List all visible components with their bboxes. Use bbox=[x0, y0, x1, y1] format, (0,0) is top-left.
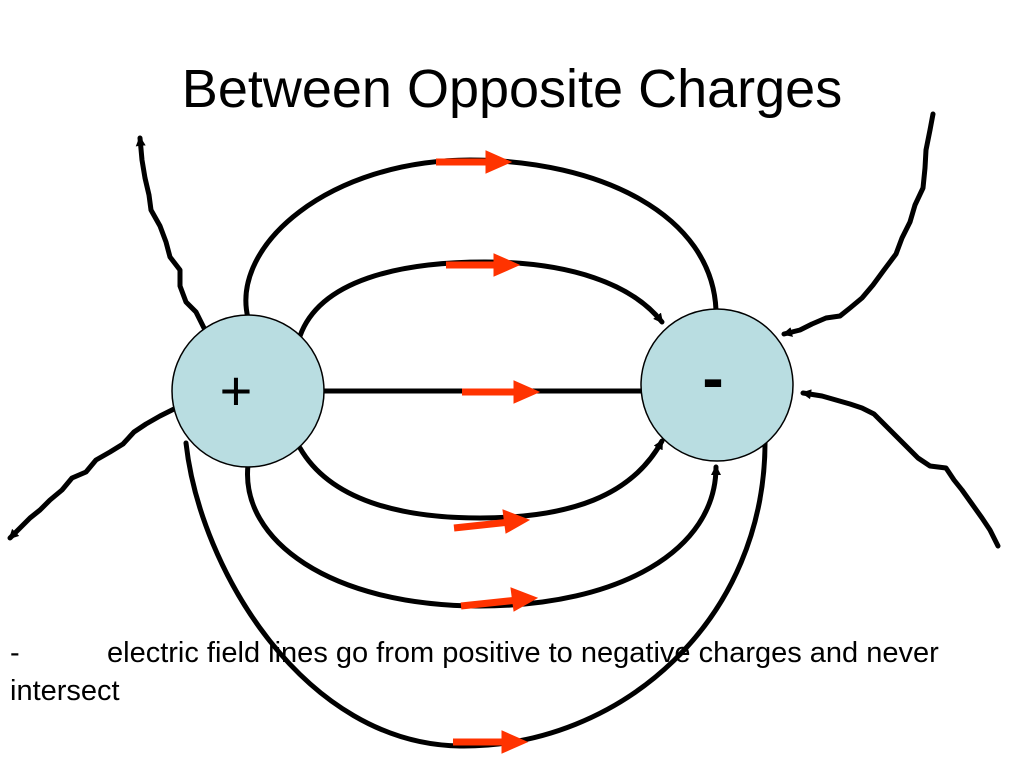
caption-bullet: - bbox=[10, 637, 20, 669]
positive-charge-label: + bbox=[219, 359, 253, 422]
field-line-bottom-inner bbox=[297, 438, 665, 521]
direction-arrow-1 bbox=[436, 150, 513, 174]
field-line-bottom-middle bbox=[245, 462, 721, 609]
direction-arrow-6 bbox=[453, 730, 529, 754]
field-line-inward-top-right bbox=[781, 111, 936, 337]
field-line-outward-top-left bbox=[135, 135, 207, 331]
negative-charge-label: - bbox=[702, 342, 724, 414]
caption: -electric field lines go from positive t… bbox=[10, 634, 1010, 710]
positive-charge bbox=[171, 314, 325, 468]
field-line-top-outer bbox=[243, 157, 719, 321]
caption-text: electric field lines go from positive to… bbox=[10, 637, 939, 707]
field-line-top-inner bbox=[297, 259, 665, 339]
direction-arrow-3 bbox=[462, 380, 541, 404]
direction-arrow-5 bbox=[460, 587, 539, 612]
field-line-inward-bottom-right bbox=[800, 389, 1001, 549]
negative-charge bbox=[640, 308, 794, 462]
slide-title: Between Opposite Charges bbox=[181, 59, 843, 119]
field-line-bottom-outer bbox=[183, 433, 768, 749]
direction-arrow-2 bbox=[446, 253, 521, 277]
direction-arrow-4 bbox=[453, 509, 531, 534]
field-line-outward-bottom-left bbox=[7, 405, 179, 541]
